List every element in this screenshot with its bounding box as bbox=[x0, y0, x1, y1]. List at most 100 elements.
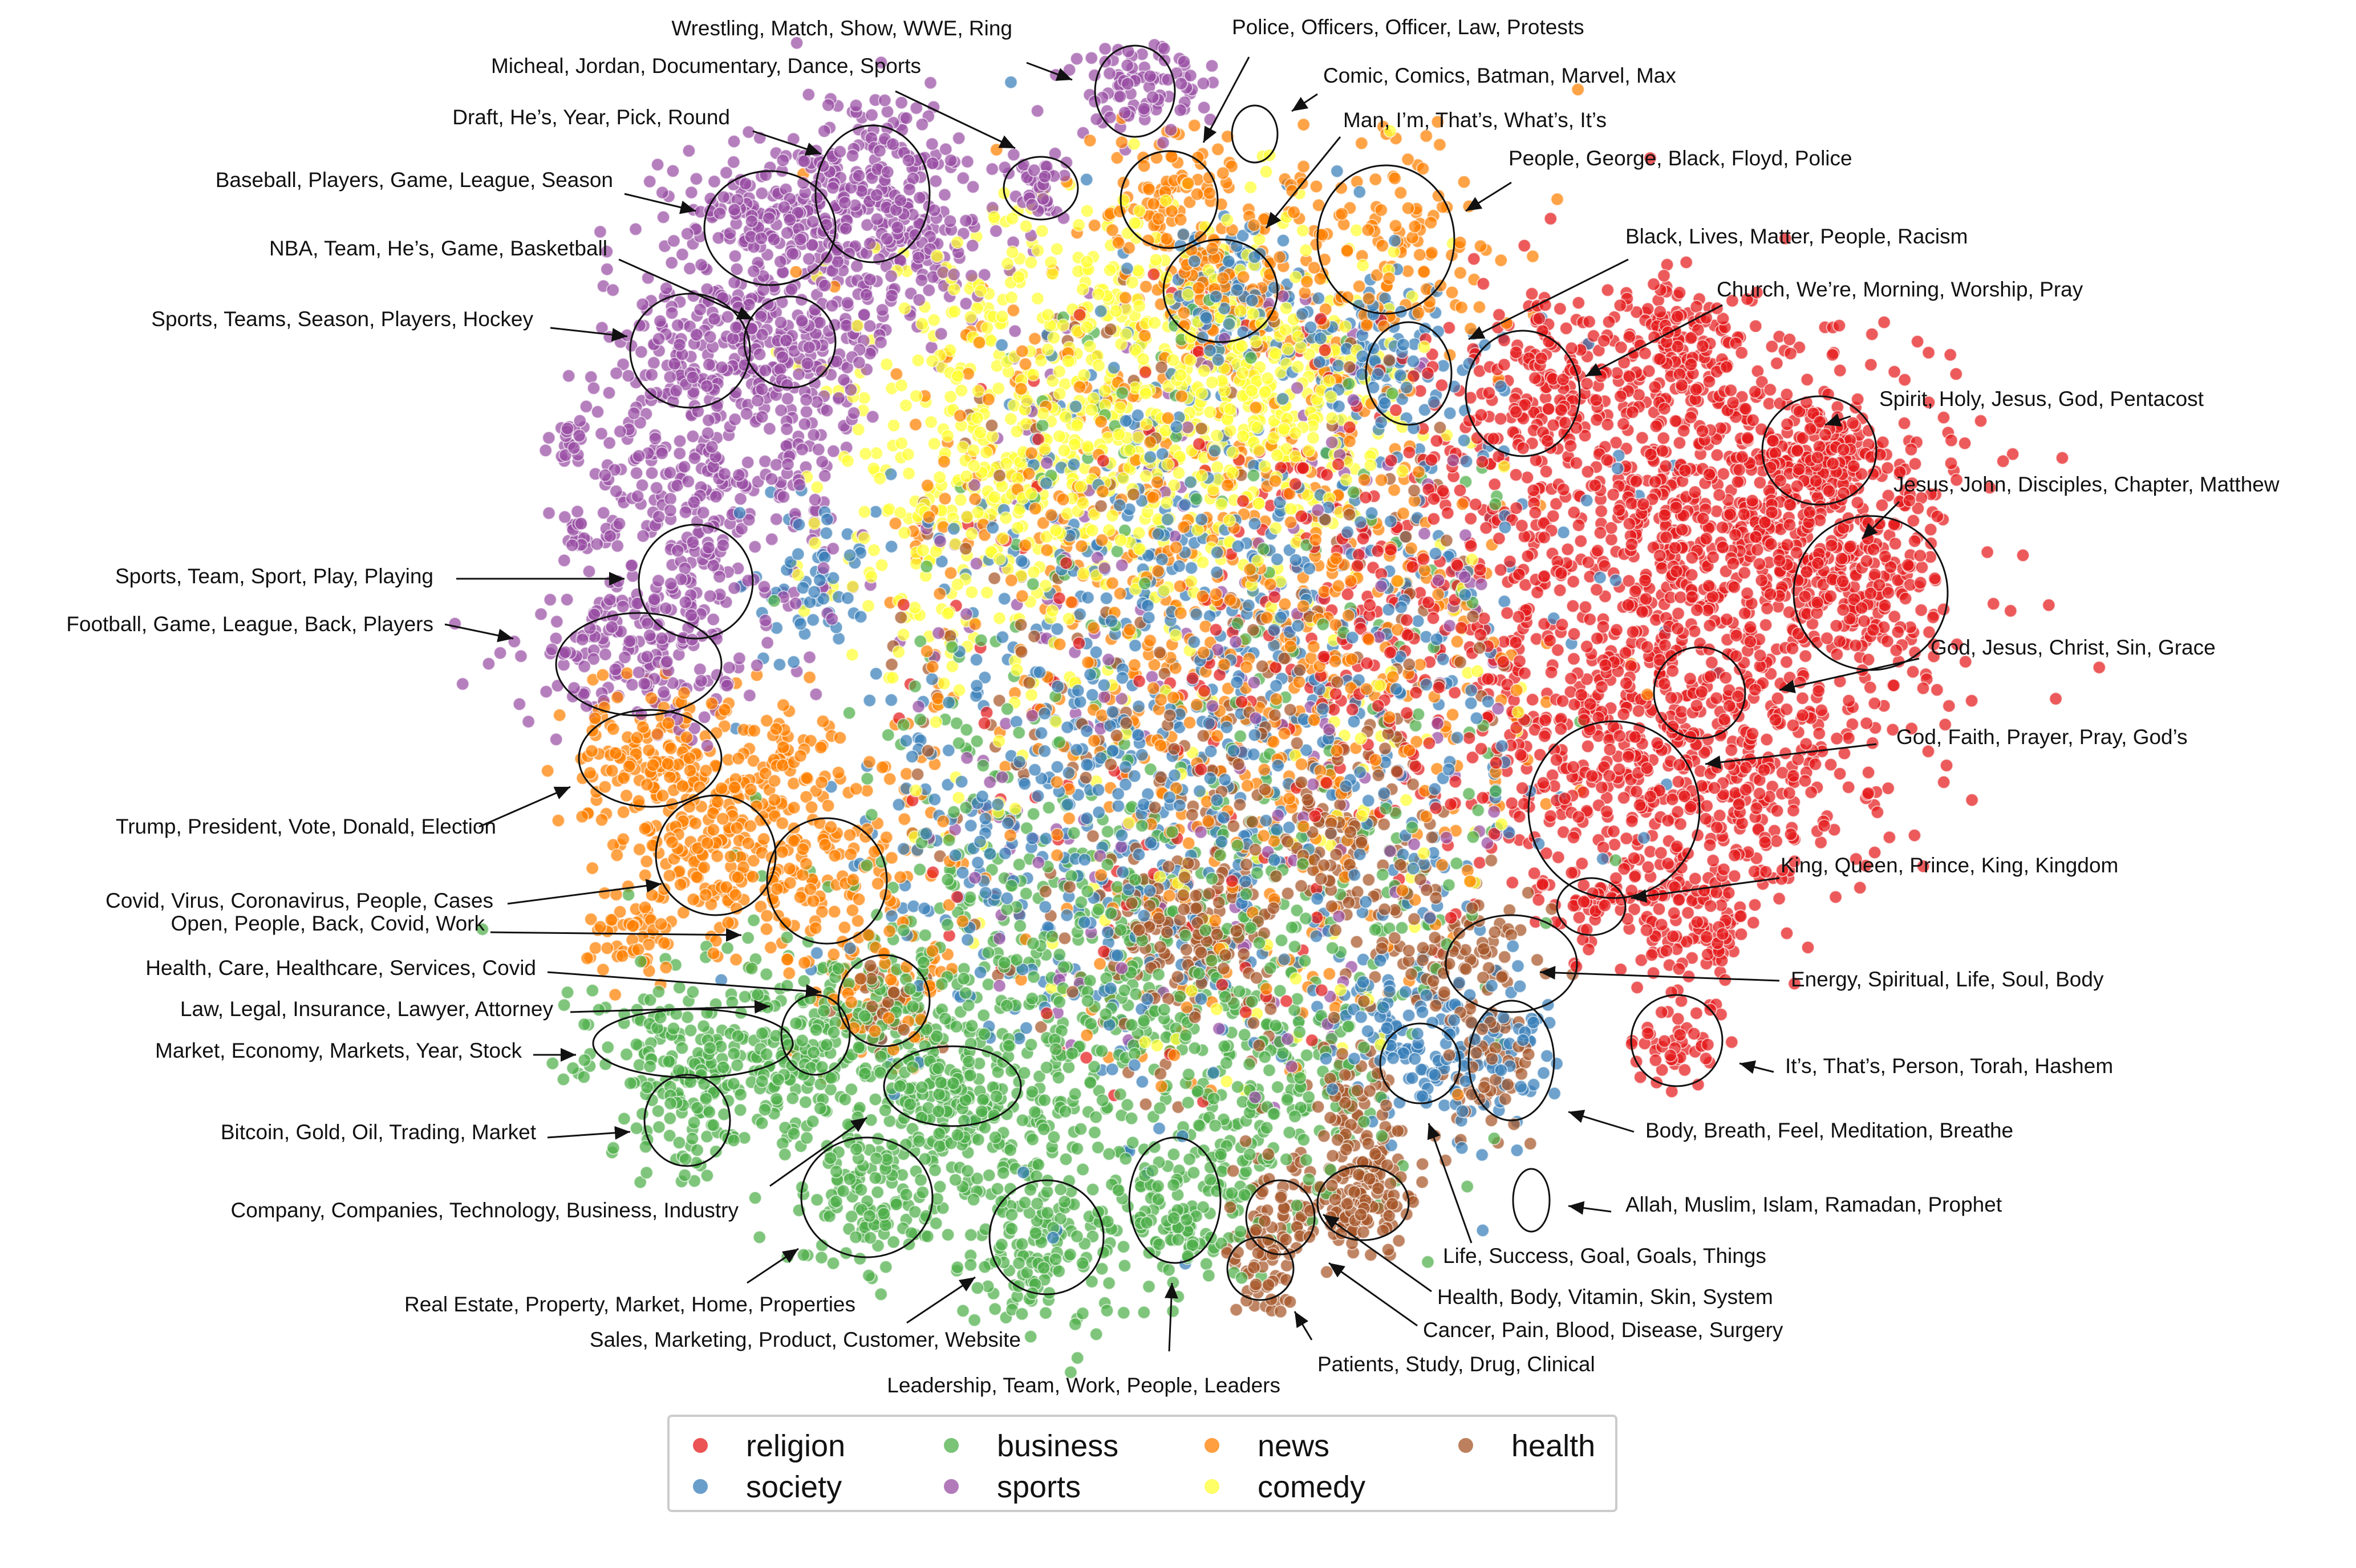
scatter-point-news bbox=[806, 894, 821, 908]
scatter-point-news bbox=[883, 772, 897, 786]
scatter-point-religion bbox=[1305, 1033, 1319, 1047]
scatter-point-sports bbox=[727, 155, 741, 169]
scatter-point-news bbox=[1393, 186, 1408, 200]
scatter-point-sports bbox=[755, 186, 769, 201]
scatter-point-business bbox=[918, 928, 932, 943]
scatter-point-society bbox=[1536, 1066, 1551, 1080]
scatter-point-sports bbox=[1177, 55, 1191, 69]
scatter-point-sports bbox=[562, 369, 576, 383]
scatter-point-comedy bbox=[954, 493, 968, 507]
scatter-point-sports bbox=[959, 214, 973, 228]
scatter-point-news bbox=[1114, 135, 1129, 149]
scatter-point-sports bbox=[656, 210, 671, 224]
scatter-point-news bbox=[616, 832, 630, 846]
scatter-point-news bbox=[729, 952, 743, 966]
scatter-point-business bbox=[1275, 933, 1288, 948]
scatter-point-business bbox=[1076, 1306, 1090, 1321]
scatter-point-sports bbox=[628, 222, 643, 236]
scatter-point-health bbox=[1226, 1164, 1240, 1178]
scatter-point-business bbox=[1042, 801, 1056, 815]
scatter-point-business bbox=[870, 1185, 885, 1199]
scatter-point-business bbox=[967, 1313, 982, 1327]
scatter-point-business bbox=[652, 1120, 666, 1134]
scatter-point-sports bbox=[1197, 100, 1211, 115]
scatter-point-religion bbox=[1859, 859, 1873, 873]
scatter-point-news bbox=[1296, 117, 1311, 132]
scatter-point-comedy bbox=[879, 358, 894, 372]
scatter-point-business bbox=[959, 722, 974, 737]
scatter-point-religion bbox=[1795, 691, 1810, 705]
scatter-point-comedy bbox=[1004, 290, 1019, 304]
scatter-point-society bbox=[1411, 614, 1425, 628]
scatter-point-business bbox=[748, 1191, 763, 1205]
scatter-point-religion bbox=[1881, 781, 1895, 795]
scatter-point-society bbox=[1135, 1075, 1149, 1089]
scatter-point-sports bbox=[693, 663, 707, 676]
scatter-point-religion bbox=[1737, 566, 1751, 580]
scatter-point-society bbox=[1017, 777, 1032, 791]
scatter-point-comedy bbox=[1465, 553, 1479, 567]
scatter-point-society bbox=[1100, 591, 1113, 606]
scatter-point-sports bbox=[1487, 805, 1501, 819]
scatter-point-news bbox=[828, 904, 842, 919]
scatter-point-sports bbox=[727, 581, 741, 595]
scatter-point-comedy bbox=[902, 466, 916, 481]
scatter-point-comedy bbox=[911, 354, 925, 367]
scatter-point-sports bbox=[587, 381, 601, 395]
scatter-point-news bbox=[1375, 238, 1389, 253]
scatter-point-religion bbox=[1853, 880, 1867, 895]
scatter-point-business bbox=[1117, 1306, 1131, 1320]
scatter-point-religion bbox=[1667, 906, 1681, 920]
scatter-point-sports bbox=[1031, 104, 1045, 118]
scatter-point-sports bbox=[711, 231, 725, 245]
scatter-point-news bbox=[845, 903, 859, 917]
scatter-point-news bbox=[1416, 161, 1430, 176]
scatter-point-health bbox=[1498, 950, 1512, 964]
scatter-point-religion bbox=[1753, 476, 1767, 490]
scatter-point-business bbox=[908, 679, 922, 693]
scatter-point-sports bbox=[780, 392, 794, 406]
scatter-point-business bbox=[663, 1128, 677, 1143]
scatter-point-business bbox=[633, 1175, 647, 1189]
scatter-point-religion bbox=[1572, 518, 1585, 533]
scatter-point-religion bbox=[1520, 470, 1534, 485]
scatter-point-society bbox=[1457, 433, 1471, 448]
scatter-point-sports bbox=[621, 369, 635, 383]
scatter-point-business bbox=[1242, 1057, 1256, 1071]
scatter-point-business bbox=[881, 728, 895, 742]
scatter-point-news bbox=[1297, 286, 1312, 300]
scatter-point-religion bbox=[1865, 327, 1879, 342]
scatter-point-sports bbox=[741, 456, 755, 469]
scatter-point-religion bbox=[1596, 620, 1610, 634]
scatter-point-business bbox=[1142, 1279, 1156, 1294]
scatter-point-business bbox=[853, 1252, 867, 1266]
scatter-point-business bbox=[1202, 1269, 1216, 1283]
scatter-point-society bbox=[1184, 561, 1198, 575]
scatter-point-sports bbox=[682, 144, 696, 158]
scatter-point-business bbox=[1015, 1113, 1029, 1127]
scatter-point-religion bbox=[1899, 591, 1913, 606]
scatter-point-news bbox=[844, 847, 858, 862]
scatter-point-news bbox=[598, 886, 612, 900]
scatter-point-business bbox=[601, 1040, 615, 1054]
scatter-point-comedy bbox=[1399, 793, 1413, 807]
scatter-point-sports bbox=[634, 345, 648, 359]
scatter-point-society bbox=[1276, 233, 1290, 247]
scatter-point-religion bbox=[1986, 596, 2001, 611]
scatter-point-business bbox=[874, 1287, 888, 1301]
scatter-point-religion bbox=[1814, 703, 1828, 717]
scatter-point-comedy bbox=[1050, 242, 1064, 256]
scatter-point-business bbox=[1186, 1165, 1201, 1180]
scatter-point-society bbox=[1309, 929, 1323, 943]
scatter-point-comedy bbox=[954, 383, 968, 397]
scatter-point-business bbox=[963, 890, 977, 904]
scatter-point-business bbox=[1102, 1276, 1116, 1290]
scatter-point-comedy bbox=[1210, 460, 1224, 474]
scatter-point-comedy bbox=[1259, 165, 1274, 179]
scatter-point-religion bbox=[1671, 775, 1685, 789]
scatter-point-news bbox=[1352, 279, 1366, 294]
scatter-point-business bbox=[733, 1103, 748, 1117]
scatter-point-health bbox=[1530, 953, 1544, 967]
scatter-point-religion bbox=[1699, 1051, 1713, 1066]
scatter-point-society bbox=[1437, 1098, 1451, 1112]
